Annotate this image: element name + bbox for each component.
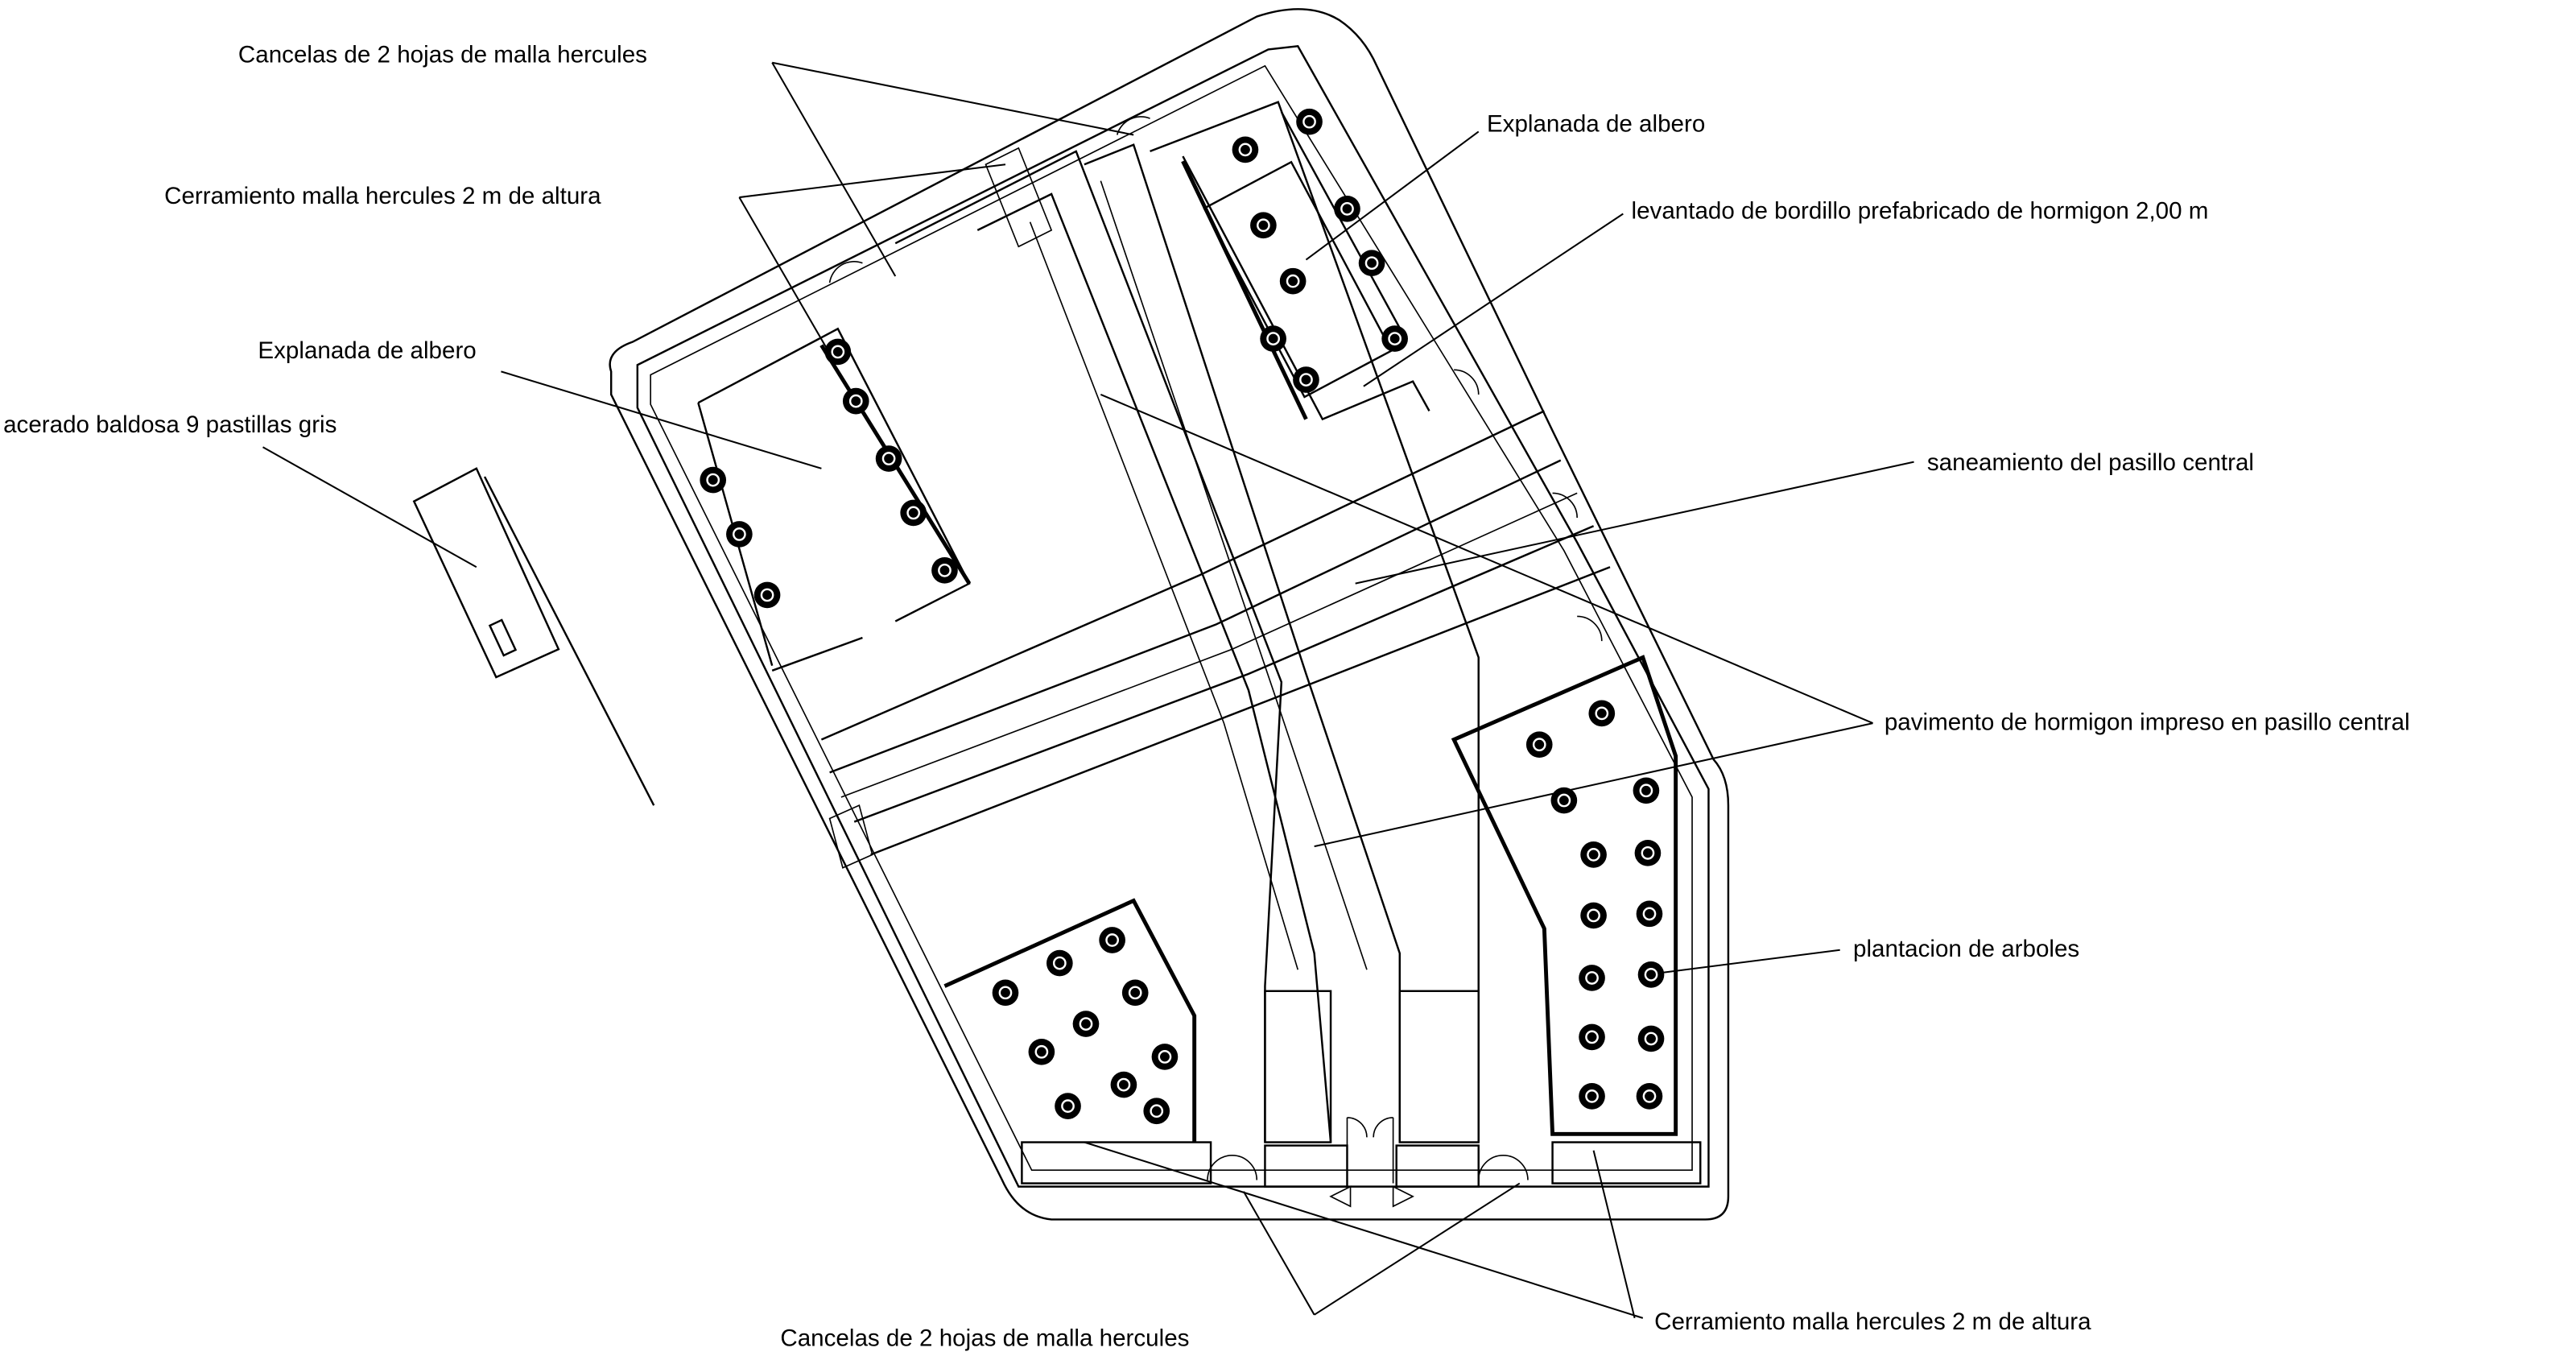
tree-symbol-icon (1588, 700, 1616, 727)
tree-group (700, 108, 1665, 1125)
tree-symbol-icon (842, 387, 869, 415)
label-trees: plantacion de arboles (1853, 936, 2079, 962)
label-pavement: pavimento de hormigon impreso en pasillo… (1885, 709, 2410, 735)
tree-symbol-icon (700, 466, 727, 494)
tree-symbol-icon (1121, 979, 1149, 1007)
label-fence-bottom: Cerramiento malla hercules 2 m de altura (1654, 1308, 2091, 1335)
tree-symbol-icon (875, 445, 902, 472)
tree-symbol-icon (1072, 1011, 1100, 1037)
leader-lines (262, 61, 1914, 1319)
tree-symbol-icon (900, 499, 927, 527)
tree-symbol-icon (1232, 136, 1259, 163)
tree-symbol-icon (1334, 196, 1360, 222)
tree-symbol-icon (1580, 902, 1607, 929)
label-curb: levantado de bordillo prefabricado de ho… (1632, 198, 2209, 225)
tree-symbol-icon (1358, 250, 1385, 277)
tree-symbol-icon (1579, 1083, 1605, 1110)
tree-symbol-icon (726, 521, 753, 548)
tree-symbol-icon (1634, 840, 1662, 866)
tree-zone-bottom-right (1451, 655, 1678, 1136)
tree-symbol-icon (1099, 927, 1125, 953)
tree-symbol-icon (1055, 1093, 1081, 1119)
label-esplanade-left: Explanada de albero (258, 337, 476, 364)
fence-inner-line (650, 64, 1693, 1172)
tree-symbol-icon (1636, 1083, 1663, 1110)
central-corridor (820, 101, 1702, 1188)
tree-symbol-icon (824, 338, 852, 366)
tree-symbol-icon (1260, 325, 1286, 352)
tree-symbol-icon (1143, 1098, 1170, 1125)
tree-symbol-icon (1637, 961, 1665, 988)
esplanade-right-inner (1203, 160, 1393, 399)
tree-symbol-icon (753, 581, 781, 609)
tree-symbol-icon (931, 557, 958, 584)
tree-symbol-icon (992, 979, 1019, 1007)
perimeter-fence (636, 44, 1710, 1188)
esplanade-right-area (1182, 111, 1430, 421)
tree-symbol-icon (1381, 325, 1408, 352)
tree-symbol-icon (1250, 212, 1277, 239)
label-fence-top: Cerramiento malla hercules 2 m de altura (164, 183, 601, 209)
tree-zone-bottom-left (943, 898, 1197, 1143)
sidewalk-edge (483, 476, 655, 806)
label-drainage: saneamiento del pasillo central (1927, 449, 2254, 476)
label-gates-bottom: Cancelas de 2 hojas de malla hercules (780, 1325, 1189, 1352)
tree-symbol-icon (1579, 1023, 1605, 1051)
tree-symbol-icon (1046, 949, 1073, 977)
esplanade-left-area (697, 327, 971, 672)
esplanade-right-curb (1181, 160, 1308, 420)
label-esplanade-right: Explanada de albero (1487, 110, 1705, 137)
site-boundary (609, 8, 1730, 1221)
tree-symbol-icon (1110, 1071, 1137, 1098)
tree-symbol-icon (1580, 841, 1607, 868)
label-gates-top: Cancelas de 2 hojas de malla hercules (238, 42, 647, 68)
tree-symbol-icon (1525, 731, 1553, 758)
tree-symbol-icon (1579, 965, 1605, 991)
tree-symbol-icon (1028, 1038, 1055, 1065)
tree-symbol-icon (1151, 1044, 1179, 1070)
tree-symbol-icon (1296, 108, 1323, 135)
sidewalk-strip (412, 467, 560, 679)
tree-symbol-icon (1279, 267, 1307, 295)
tree-symbol-icon (1637, 1025, 1665, 1052)
label-sidewalk: acerado baldosa 9 pastillas gris (3, 411, 336, 438)
tree-symbol-icon (1633, 777, 1660, 804)
tree-symbol-icon (1550, 787, 1578, 814)
tree-symbol-icon (1293, 366, 1319, 393)
double-gate-icon (828, 116, 1603, 1208)
sidewalk-bench (488, 618, 518, 657)
tree-symbol-icon (1636, 900, 1663, 928)
